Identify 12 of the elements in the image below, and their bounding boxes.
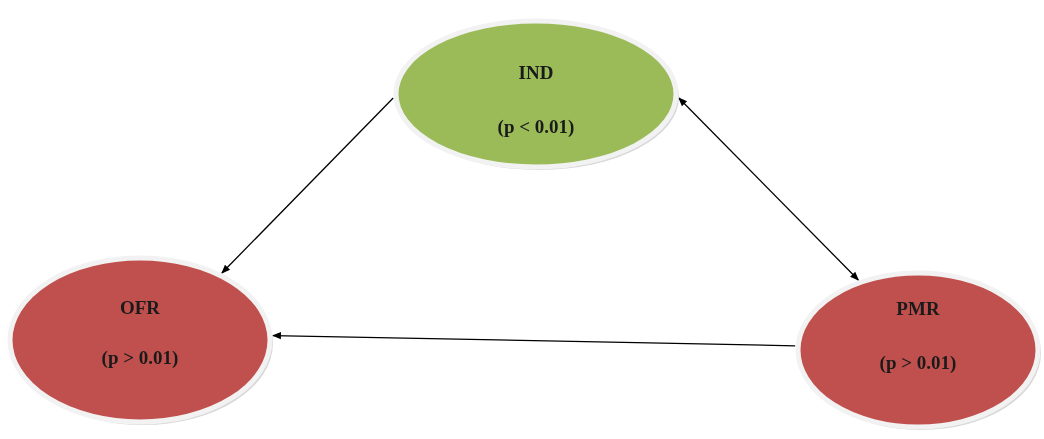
ellipse-node (393, 18, 679, 170)
ellipse-node (795, 270, 1041, 430)
node-title: PMR (895, 298, 941, 320)
p-value-label: (p < 0.01) (496, 116, 576, 138)
arrow (271, 332, 796, 347)
node-title: OFR (118, 297, 162, 319)
arrow (221, 97, 394, 274)
p-value-label: (p > 0.01) (878, 352, 958, 374)
node-title: IND (517, 62, 555, 84)
arrow (678, 97, 859, 281)
ellipse-node (7, 255, 273, 425)
p-value-label: (p > 0.01) (100, 347, 180, 369)
